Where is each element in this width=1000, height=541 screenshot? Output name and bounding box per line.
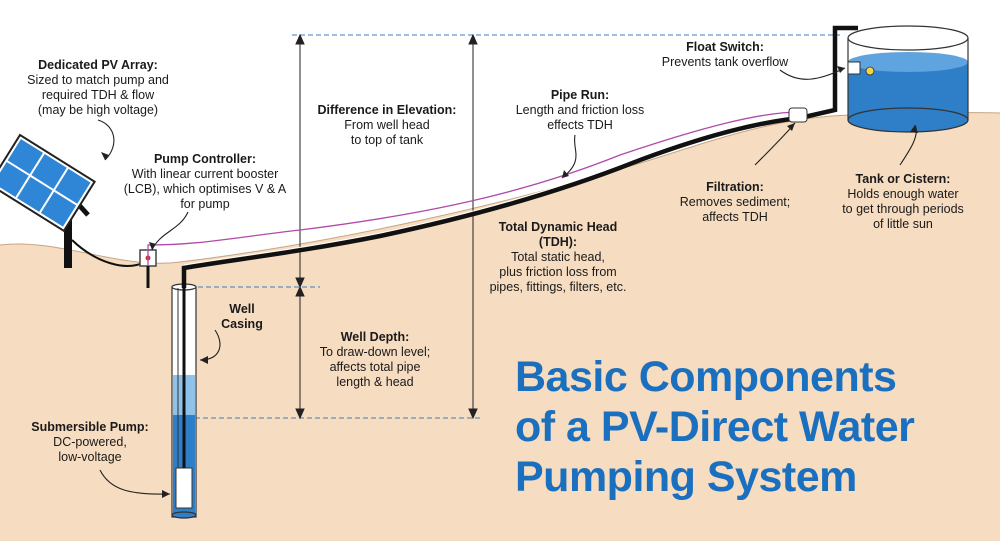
pipe-run <box>181 38 838 288</box>
well-depth-label: Well Depth: To draw-down level; affects … <box>305 330 445 390</box>
elevation-dimension-arrow <box>295 33 305 289</box>
tank-inlet-pipe <box>832 25 858 38</box>
well-casing-label: Well Casing <box>212 302 272 332</box>
submersible-pump <box>175 288 193 509</box>
pipe-run-body: Length and friction loss effects TDH <box>515 103 645 132</box>
title-line-3: Pumping System <box>515 453 857 501</box>
well-depth-dimension-arrow <box>295 285 305 420</box>
tdh-label: Total Dynamic Head (TDH): Total static h… <box>478 220 638 295</box>
pump-controller-body: With linear current booster (LCB), which… <box>123 167 287 211</box>
tdh-dimension-arrow <box>468 33 478 420</box>
float-switch-body: Prevents tank overflow <box>661 55 789 69</box>
elevation-heading: Difference in Elevation: <box>317 103 457 117</box>
tdh-heading: Total Dynamic Head (TDH): <box>498 220 618 249</box>
filtration-label: Filtration: Removes sediment; affects TD… <box>670 180 800 225</box>
pipe-run-heading: Pipe Run: <box>550 88 610 102</box>
pv-array-heading: Dedicated PV Array: <box>38 58 158 72</box>
tdh-body: Total static head, plus friction loss fr… <box>489 250 627 294</box>
pv-array-label: Dedicated PV Array: Sized to match pump … <box>18 58 178 118</box>
tank-body: Holds enough water to get through period… <box>842 187 964 231</box>
float-switch <box>847 61 875 76</box>
pump-heading: Submersible Pump: <box>31 420 149 434</box>
well-depth-heading: Well Depth: <box>340 330 410 344</box>
filtration-heading: Filtration: <box>706 180 764 194</box>
tank-heading: Tank or Cistern: <box>855 172 951 186</box>
well-depth-body: To draw-down level; affects total pipe l… <box>319 345 431 389</box>
pump-controller-label: Pump Controller: With linear current boo… <box>110 152 300 212</box>
tank <box>847 25 969 133</box>
well-casing-heading: Well Casing <box>221 302 263 331</box>
filter <box>788 107 808 123</box>
pv-array <box>0 133 97 268</box>
float-switch-label: Float Switch: Prevents tank overflow <box>645 40 805 70</box>
pump-body: DC-powered, low-voltage <box>53 435 127 464</box>
filtration-body: Removes sediment; affects TDH <box>679 195 791 224</box>
pipe-run-highlight <box>183 114 801 266</box>
title-line-2: of a PV-Direct Water <box>515 403 915 451</box>
control-wire <box>147 111 801 266</box>
pump-controller-heading: Pump Controller: <box>153 152 257 166</box>
title-line-1: Basic Components <box>515 353 897 401</box>
pipe-run-label: Pipe Run: Length and friction loss effec… <box>505 88 655 133</box>
tank-label: Tank or Cistern: Holds enough water to g… <box>828 172 978 232</box>
pv-cable <box>71 239 146 267</box>
callout-arrowheads <box>101 66 918 498</box>
elevation-body: From well head to top of tank <box>344 118 430 147</box>
diagram-title: Basic Components of a PV-Direct Water Pu… <box>515 352 985 502</box>
float-switch-heading: Float Switch: <box>686 40 764 54</box>
pump-label: Submersible Pump: DC-powered, low-voltag… <box>20 420 160 465</box>
pv-array-body: Sized to match pump and required TDH & f… <box>27 73 169 117</box>
elevation-label: Difference in Elevation: From well head … <box>307 103 467 148</box>
ground <box>0 112 1000 541</box>
